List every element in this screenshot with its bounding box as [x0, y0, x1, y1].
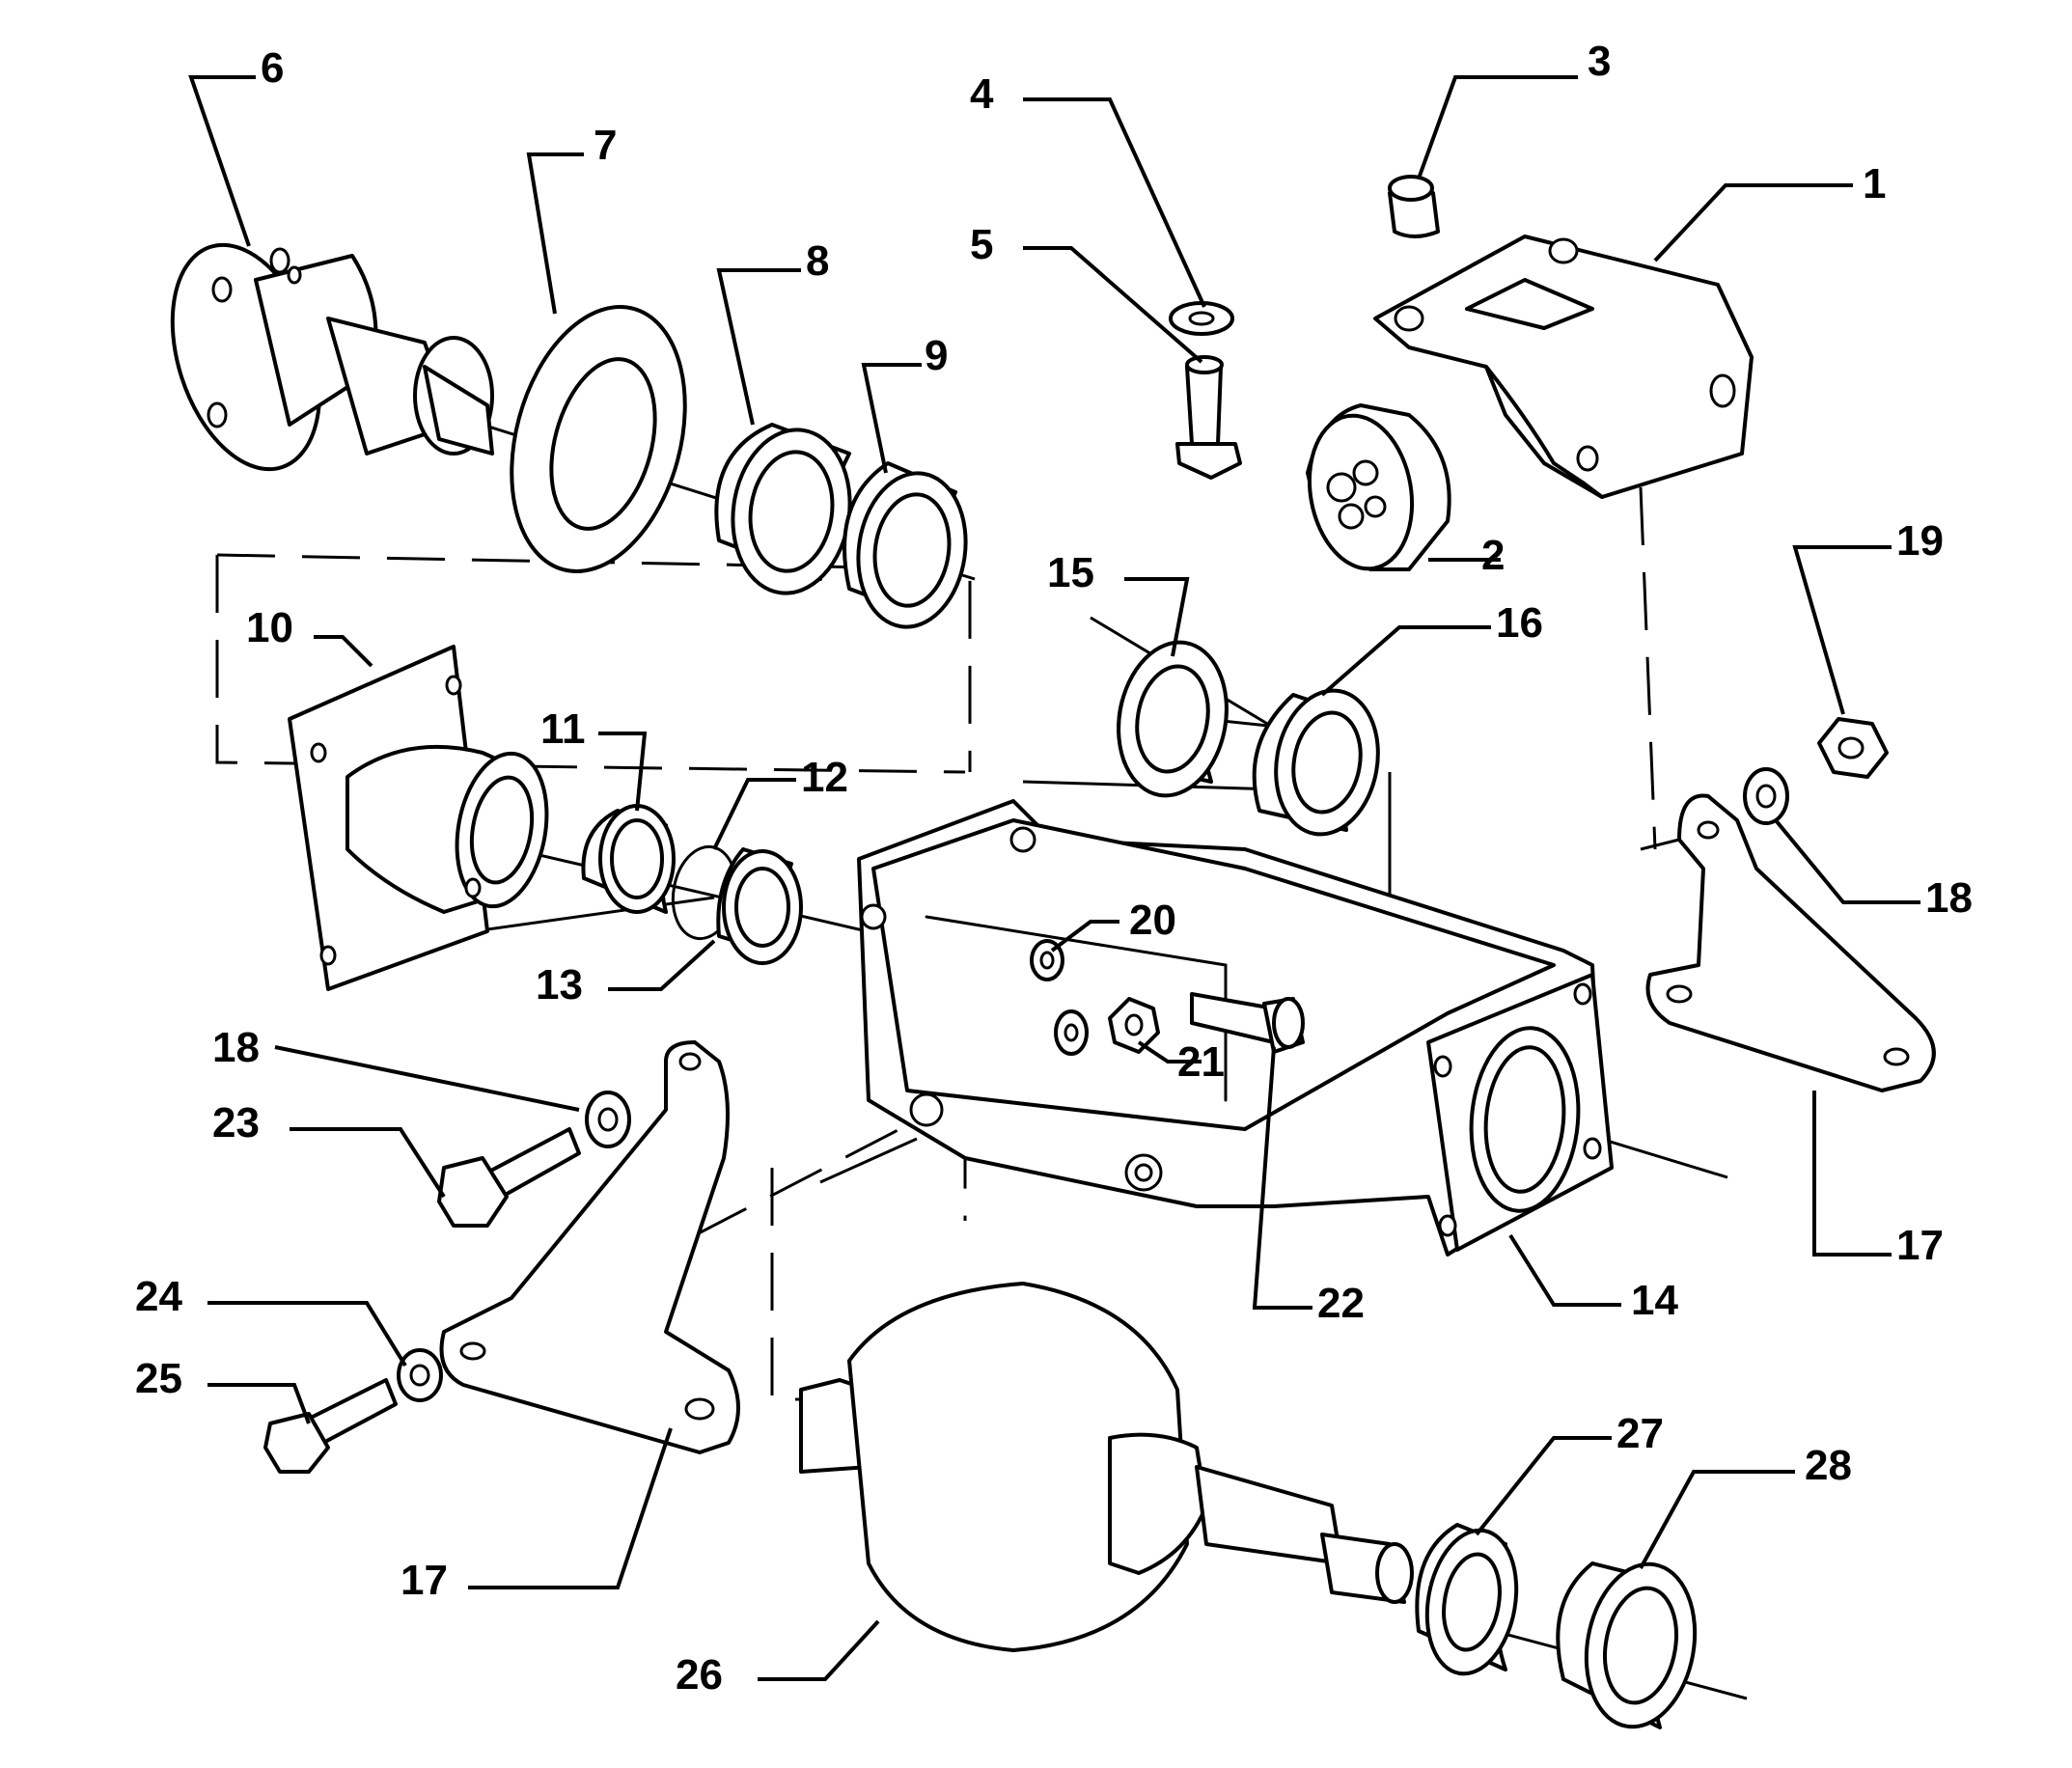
- callout-22: 22: [1317, 1280, 1365, 1327]
- part-1-mounting-bracket: [1373, 235, 1754, 499]
- callout-11: 11: [540, 705, 586, 753]
- callout-20: 20: [1129, 897, 1176, 944]
- part-9-bearing: [843, 461, 968, 629]
- callout-21: 21: [1177, 1038, 1225, 1086]
- callout-25: 25: [135, 1355, 182, 1402]
- leader-lines: [188, 75, 1920, 1681]
- part-18-right-washer: [1743, 767, 1789, 825]
- callout-4: 4: [970, 70, 994, 118]
- callout-18-right: 18: [1925, 874, 1973, 922]
- callout-12: 12: [801, 754, 848, 801]
- part-23-bolt: [437, 1127, 581, 1228]
- callout-5: 5: [970, 221, 993, 268]
- part-28-bearing: [1556, 1561, 1698, 1729]
- part-6-flanged-shaft: [170, 242, 494, 472]
- callout-2: 2: [1481, 532, 1505, 579]
- part-27-seal: [1415, 1523, 1519, 1676]
- part-24-washer: [397, 1348, 443, 1402]
- callout-16: 16: [1496, 599, 1543, 647]
- part-11-bushing: [581, 804, 676, 914]
- part-10-flanged-housing: [288, 645, 549, 991]
- callout-8: 8: [806, 237, 829, 285]
- callout-1: 1: [1863, 160, 1886, 207]
- callout-18-left: 18: [212, 1024, 260, 1071]
- callout-24: 24: [135, 1273, 182, 1320]
- callout-19: 19: [1896, 517, 1944, 565]
- callout-17-right: 17: [1896, 1222, 1944, 1269]
- callout-10: 10: [246, 604, 293, 651]
- part-8-seal: [714, 423, 852, 595]
- part-21-nut: [1108, 997, 1160, 1054]
- callout-26: 26: [676, 1651, 723, 1699]
- part-15-seal: [1117, 640, 1229, 798]
- part-19-nut: [1817, 717, 1889, 779]
- part-26-cv-joint: [799, 1282, 1414, 1652]
- callout-7: 7: [594, 122, 617, 169]
- part-25-bolt: [263, 1378, 398, 1474]
- part-5-bolt: [1175, 355, 1242, 480]
- callout-28: 28: [1805, 1442, 1852, 1489]
- callout-17-left: 17: [401, 1557, 448, 1604]
- callout-23: 23: [212, 1099, 260, 1146]
- callout-15: 15: [1047, 549, 1094, 596]
- part-17-left-bracket: [439, 1040, 740, 1454]
- part-7-dust-shield: [510, 304, 687, 574]
- callout-27: 27: [1616, 1410, 1664, 1457]
- part-22-bolt: [1190, 992, 1305, 1054]
- callout-13: 13: [536, 961, 583, 1008]
- callout-14: 14: [1631, 1277, 1678, 1324]
- callout-3: 3: [1588, 38, 1611, 85]
- part-3-cap: [1388, 175, 1440, 238]
- part-2-rubber-mount: [1306, 403, 1451, 571]
- callout-9: 9: [925, 332, 948, 379]
- part-16-bearing: [1252, 688, 1380, 837]
- part-18-left-washer: [585, 1091, 631, 1148]
- part-17-right-bracket: [1645, 793, 1936, 1092]
- part-13-seal: [716, 847, 803, 965]
- callout-6: 6: [261, 44, 284, 92]
- part-4-washer: [1169, 301, 1234, 336]
- callout-labels: 1 2 3 4 5 6 7 8 9 10 11 12 13 14 15 16 1…: [135, 38, 1973, 1699]
